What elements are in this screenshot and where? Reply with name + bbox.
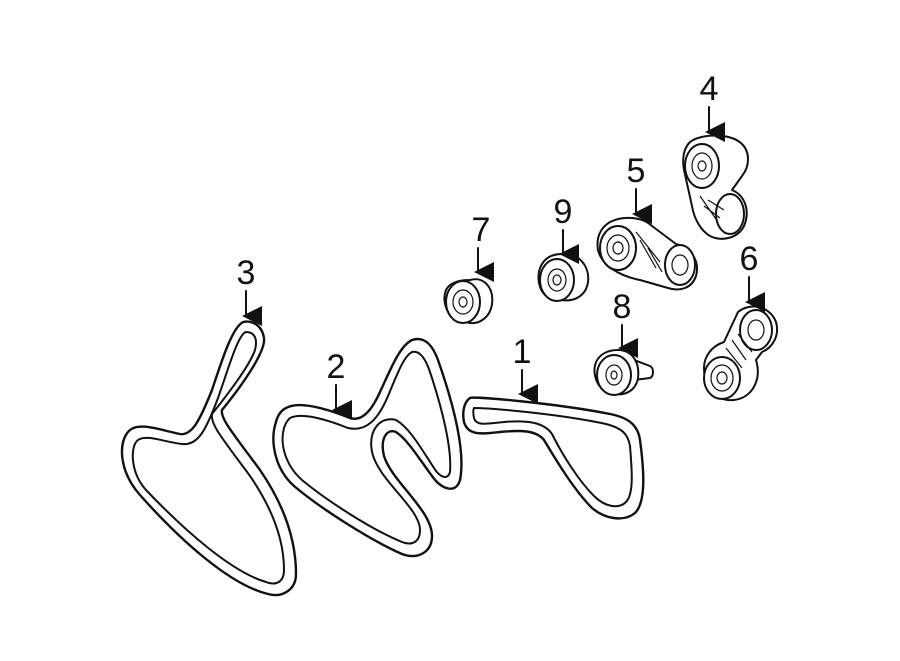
idler-pulley-8: [593, 349, 654, 396]
callout-2: 2: [327, 348, 352, 420]
callout-label-6: 6: [740, 240, 759, 278]
idler-pulley-9: [537, 252, 590, 302]
callout-label-1: 1: [513, 333, 532, 371]
callout-4: 4: [700, 70, 725, 142]
belt-1: [462, 396, 645, 520]
callout-9: 9: [554, 193, 579, 264]
tensioner-5: [596, 216, 698, 291]
callout-label-5: 5: [627, 152, 646, 190]
idler-pulley-7: [443, 278, 494, 324]
belt-3: [120, 320, 298, 597]
callout-5: 5: [627, 152, 652, 224]
callout-3: 3: [237, 254, 262, 326]
callout-6: 6: [740, 240, 765, 312]
callout-1: 1: [513, 333, 538, 404]
tensioner-6: [703, 305, 778, 402]
callout-label-9: 9: [554, 193, 573, 231]
tensioner-4: [682, 134, 749, 240]
callout-label-8: 8: [613, 288, 632, 326]
callout-label-2: 2: [327, 348, 346, 386]
callout-8: 8: [613, 288, 638, 358]
callout-label-4: 4: [700, 70, 719, 108]
callout-7: 7: [472, 211, 494, 282]
callout-label-3: 3: [237, 254, 256, 292]
callout-label-7: 7: [472, 211, 491, 249]
belt-2: [272, 337, 463, 558]
